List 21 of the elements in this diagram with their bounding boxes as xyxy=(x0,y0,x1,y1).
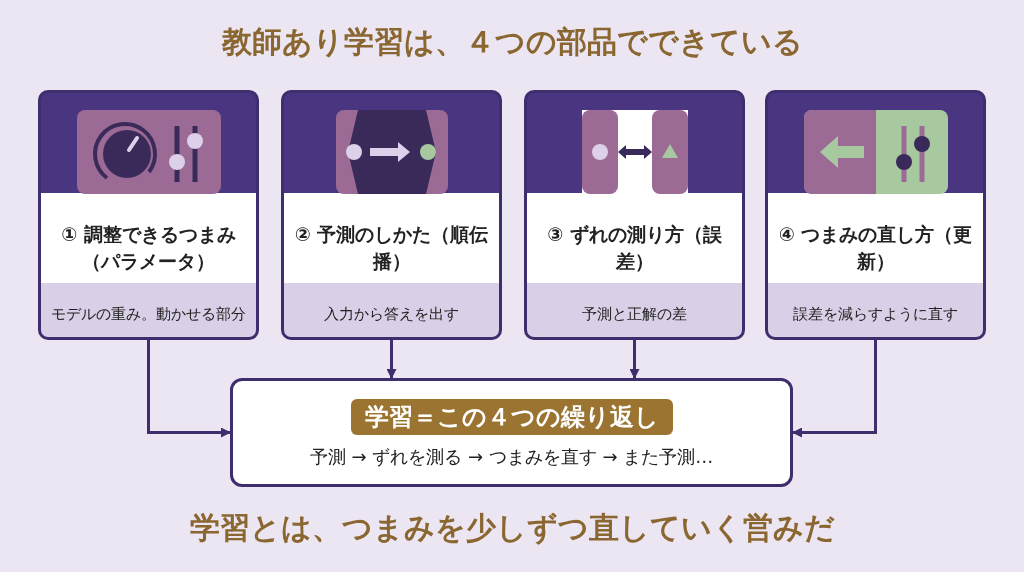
highlighted-heading: 学習＝この４つの繰り返し xyxy=(350,399,673,435)
card-description: 予測と正解の差 xyxy=(581,303,688,325)
card xyxy=(524,90,745,340)
arrow xyxy=(386,340,397,379)
card xyxy=(38,90,259,340)
arrow xyxy=(629,340,640,379)
card-heading: ① 調整できるつまみ（パラメータ） xyxy=(60,222,237,274)
card-description: 誤差を減らすように直す xyxy=(792,303,959,325)
arrow xyxy=(147,340,231,438)
card xyxy=(281,90,502,340)
card-heading: ③ ずれの測り方（誤差） xyxy=(546,222,723,274)
caption: 学習とは、つまみを少しずつ直していく営みだ xyxy=(189,509,835,547)
title: 教師あり学習は、４つの部品でできている xyxy=(221,23,803,61)
summary-box xyxy=(230,378,793,487)
card xyxy=(765,90,986,340)
cycle-description: 予測 → ずれを測る → つまみを直す → また予測… xyxy=(308,445,715,469)
card-description: モデルの重み。動かせる部分 xyxy=(50,303,247,325)
card-description: 入力から答えを出す xyxy=(323,303,460,325)
card-heading: ② 予測のしかた（順伝播） xyxy=(293,222,490,274)
card-heading: ④ つまみの直し方（更新） xyxy=(777,222,974,274)
arrow xyxy=(792,340,877,438)
